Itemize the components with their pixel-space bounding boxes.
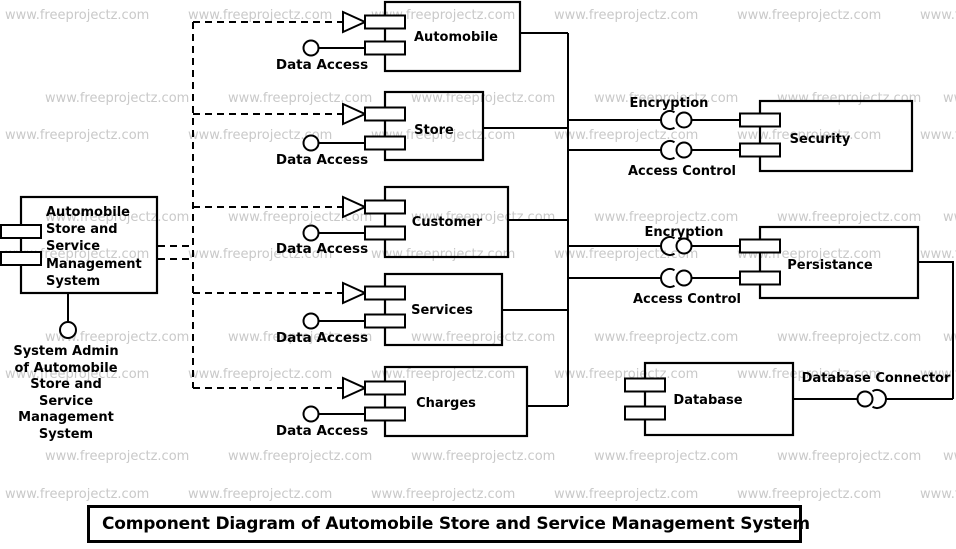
services-label: Services xyxy=(411,303,473,318)
watermark: www.freeprojectz.com xyxy=(5,487,150,502)
services-component-box xyxy=(302,272,568,347)
watermark: www.freeprojectz.com xyxy=(5,367,150,382)
watermark: www.freeprojectz.com xyxy=(920,487,956,502)
customer-label: Customer xyxy=(411,215,483,230)
watermark: www.freeprojectz.com xyxy=(371,367,516,382)
watermark: www.freeprojectz.com xyxy=(594,210,739,225)
persistence-component-box xyxy=(568,225,954,399)
watermark: www.freeprojectz.com xyxy=(45,330,190,345)
watermark: www.freeprojectz.com xyxy=(920,128,956,143)
dashed-dependency-lines xyxy=(158,21,343,389)
persistence-access-control-label: Access Control xyxy=(632,292,742,307)
watermark: www.freeprojectz.com xyxy=(371,128,516,143)
watermark: www.freeprojectz.com xyxy=(737,128,882,143)
database-label: Database xyxy=(673,393,743,408)
watermark: www.freeprojectz.com xyxy=(45,91,190,106)
watermark: www.freeprojectz.com xyxy=(554,128,699,143)
data-access-label-store: Data Access xyxy=(275,152,369,168)
security-label: Security xyxy=(789,132,851,147)
watermark: www.freeprojectz.com xyxy=(920,8,956,23)
watermark: www.freeprojectz.com xyxy=(411,330,556,345)
watermark: www.freeprojectz.com xyxy=(5,128,150,143)
database-component-box xyxy=(624,361,953,437)
watermark: www.freeprojectz.com xyxy=(371,247,516,262)
watermark: www.freeprojectz.com xyxy=(594,91,739,106)
security-component-box xyxy=(568,99,914,173)
watermark: www.freeprojectz.com xyxy=(188,247,333,262)
watermark: www.freeprojectz.com xyxy=(45,210,190,225)
admin-interface-label: System Admin of Automobile Store and Ser… xyxy=(13,344,119,442)
dependency-arrowheads xyxy=(342,10,368,400)
store-component-box xyxy=(302,90,568,162)
charges-component-box xyxy=(302,365,568,438)
watermark: www.freeprojectz.com xyxy=(777,210,922,225)
watermark: www.freeprojectz.com xyxy=(777,91,922,106)
data-access-label-customer: Data Access xyxy=(275,241,369,257)
charges-label: Charges xyxy=(416,396,476,411)
watermark: www.freeprojectz.com xyxy=(188,487,333,502)
customer-component-box xyxy=(302,185,568,259)
watermark: www.freeprojectz.com xyxy=(371,487,516,502)
watermark: www.freeprojectz.com xyxy=(594,449,739,464)
data-access-label-automobile: Data Access xyxy=(275,57,369,73)
automobile-label: Automobile xyxy=(414,30,498,45)
watermark: www.freeprojectz.com xyxy=(594,330,739,345)
watermark: www.freeprojectz.com xyxy=(188,367,333,382)
store-label: Store xyxy=(414,123,454,138)
watermark: www.freeprojectz.com xyxy=(777,449,922,464)
diagram-title: Component Diagram of Automobile Store an… xyxy=(102,514,810,534)
diagram-title-box: Component Diagram of Automobile Store an… xyxy=(87,505,810,543)
watermark: www.freeprojectz.com xyxy=(228,210,373,225)
watermark: www.freeprojectz.com xyxy=(188,128,333,143)
watermark: www.freeprojectz.com xyxy=(737,487,882,502)
watermark: www.freeprojectz.com xyxy=(777,330,922,345)
data-access-label-services: Data Access xyxy=(275,330,369,346)
automobile-component-box xyxy=(302,0,568,73)
security-access-control-label: Access Control xyxy=(627,164,737,179)
watermark: www.freeprojectz.com xyxy=(943,210,956,225)
watermark: www.freeprojectz.com xyxy=(228,330,373,345)
main-component-label: Automobile Store and Service Management … xyxy=(46,205,142,289)
watermark: www.freeprojectz.com xyxy=(228,449,373,464)
watermark: www.freeprojectz.com xyxy=(737,367,882,382)
watermark: www.freeprojectz.com xyxy=(554,8,699,23)
persistence-encryption-label: Encryption xyxy=(644,225,724,240)
watermark: www.freeprojectz.com xyxy=(554,487,699,502)
data-access-label-charges: Data Access xyxy=(275,423,369,439)
watermark: www.freeprojectz.com xyxy=(920,247,956,262)
watermark: www.freeprojectz.com xyxy=(5,8,150,23)
watermark: www.freeprojectz.com xyxy=(411,449,556,464)
security-encryption-label: Encryption xyxy=(629,96,709,111)
watermark: www.freeprojectz.com xyxy=(371,8,516,23)
watermark: www.freeprojectz.com xyxy=(188,8,333,23)
watermark: www.freeprojectz.com xyxy=(228,91,373,106)
database-connector-label: Database Connector xyxy=(801,371,951,386)
main-component-box xyxy=(0,195,159,339)
watermark: www.freeprojectz.com xyxy=(920,367,956,382)
watermark: www.freeprojectz.com xyxy=(943,449,956,464)
watermark: www.freeprojectz.com xyxy=(737,8,882,23)
watermark: www.freeprojectz.com xyxy=(943,91,956,106)
watermark: www.freeprojectz.com xyxy=(45,449,190,464)
persistence-label: Persistance xyxy=(787,258,873,273)
watermark: www.freeprojectz.com xyxy=(411,210,556,225)
